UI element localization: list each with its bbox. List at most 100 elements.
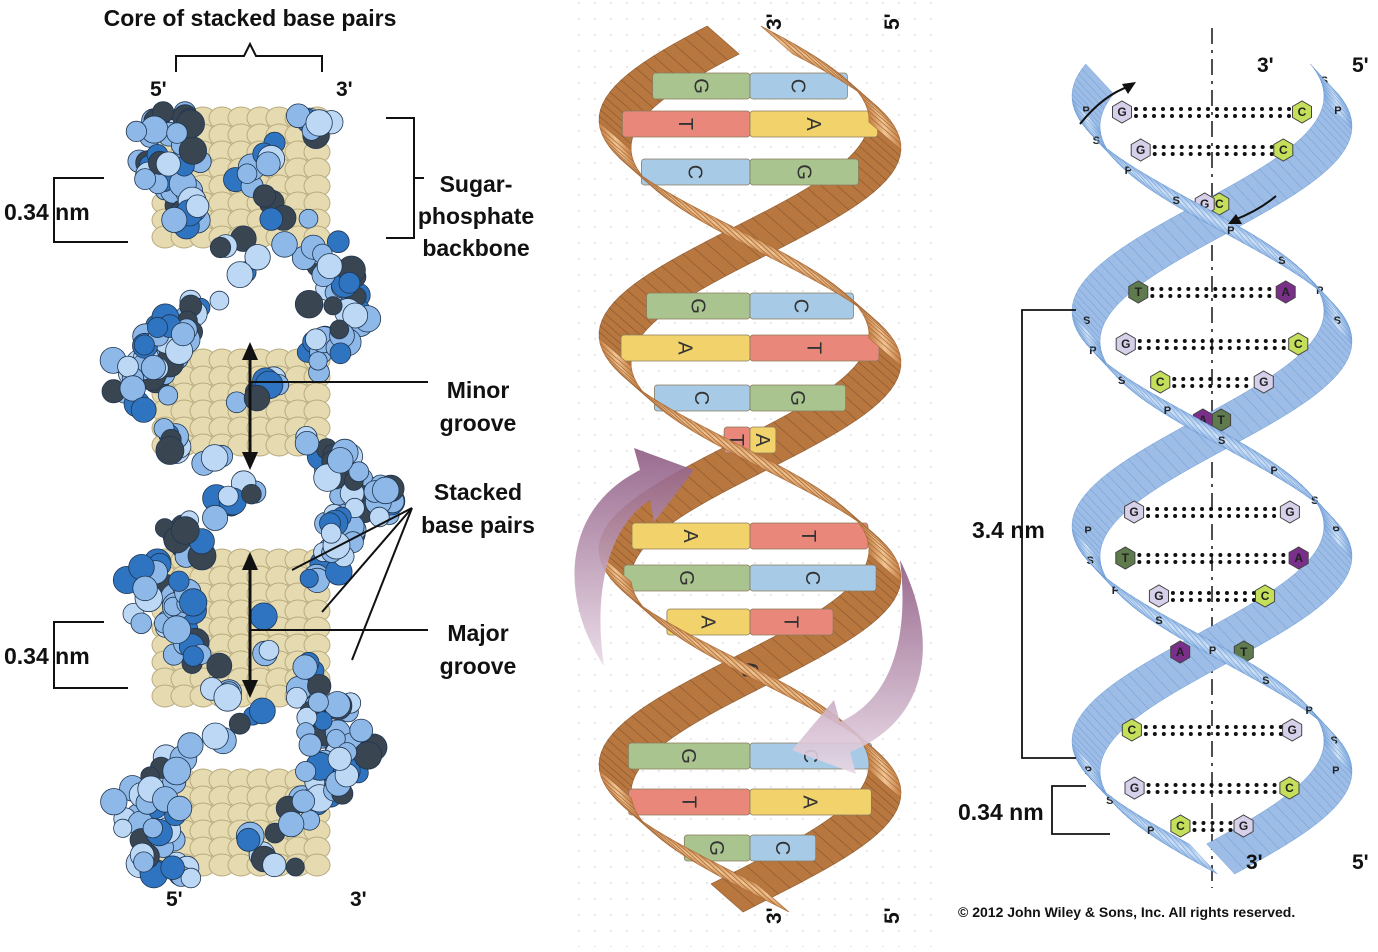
base-hexagon-right bbox=[1273, 138, 1294, 162]
hydrogen-bond-dot bbox=[1236, 553, 1241, 557]
space-filling-molecule bbox=[99, 101, 406, 889]
ribbon-segment bbox=[1323, 738, 1353, 775]
backbone-atom bbox=[249, 602, 278, 631]
backbone-atom bbox=[130, 612, 153, 635]
hydrogen-bond-dot bbox=[1200, 339, 1205, 343]
arrow-up-head bbox=[1122, 82, 1136, 94]
hydrogen-bond-dot bbox=[1155, 783, 1160, 787]
minor-arrow-head-bottom bbox=[242, 452, 258, 470]
hydrogen-bond-dot bbox=[1217, 384, 1222, 388]
strand-segment-b bbox=[710, 877, 756, 913]
hydrogen-bond-dot bbox=[1242, 107, 1247, 111]
hydrogen-bond-dot bbox=[1170, 591, 1175, 595]
hydrogen-bond-dot bbox=[1215, 591, 1220, 595]
base-letter: G bbox=[1287, 723, 1296, 737]
hydrogen-bond-dot bbox=[1242, 725, 1247, 729]
base-hexagon-right bbox=[1292, 100, 1312, 124]
base-letter: G bbox=[1200, 197, 1209, 211]
base-letter: G bbox=[1259, 375, 1268, 389]
strand-segment-a bbox=[868, 115, 902, 151]
backbone-letter: P bbox=[1082, 105, 1089, 117]
turn-length-label: 3.4 nm bbox=[972, 517, 1045, 543]
hydrogen-bond-dot bbox=[1134, 107, 1139, 111]
base-letter: A bbox=[1281, 285, 1290, 299]
hydrogen-bond-dot bbox=[1242, 145, 1247, 149]
hydrogen-bond-dot bbox=[1137, 339, 1142, 343]
hydrogen-bond-dot bbox=[1191, 553, 1196, 557]
hydrogen-bond-dot bbox=[1218, 560, 1223, 564]
hydrogen-bond-dot bbox=[1150, 294, 1155, 298]
base-letter-right: A bbox=[751, 433, 773, 447]
hydrogen-bond-dot bbox=[1233, 598, 1238, 602]
hydrogen-bond-dot bbox=[1155, 790, 1160, 794]
base-letter: C bbox=[1127, 723, 1136, 737]
backbone-letter: P bbox=[1270, 465, 1277, 477]
hydrogen-bond-dot bbox=[1197, 598, 1202, 602]
major-groove-label-1: Major bbox=[447, 620, 508, 646]
hydrogen-bond-dot bbox=[1215, 598, 1220, 602]
hydrogen-bond-dot bbox=[1197, 114, 1202, 118]
backbone-atom bbox=[326, 230, 350, 254]
mid-bottom-5-label: 5' bbox=[881, 907, 904, 924]
base-hexagon-left bbox=[1112, 100, 1132, 124]
base-letter-left: G bbox=[675, 570, 697, 586]
backbone-atom bbox=[155, 436, 185, 465]
hydrogen-bond-dot bbox=[1143, 725, 1148, 729]
left-panel-space-filling-model: Core of stacked base pairs 5' 3' 0.34 nm… bbox=[4, 5, 535, 911]
hydrogen-bond-dot bbox=[1231, 287, 1236, 291]
hydrogen-bond-dot bbox=[1161, 725, 1166, 729]
hydrogen-bond-dot bbox=[1219, 828, 1224, 832]
base-letter: T bbox=[1135, 285, 1143, 299]
hydrogen-bond-dot bbox=[1218, 783, 1223, 787]
backbone-atom bbox=[200, 444, 229, 472]
hydrogen-bond-dot bbox=[1173, 560, 1178, 564]
hydrogen-bond-dot bbox=[1215, 152, 1220, 156]
hydrogen-bond-dot bbox=[1260, 725, 1265, 729]
backbone-letter: S bbox=[1093, 135, 1100, 147]
hydrogen-bond-dot bbox=[1206, 145, 1211, 149]
base-block-right bbox=[749, 564, 877, 592]
backbone-atom bbox=[304, 328, 327, 351]
stacked-label-1: Stacked bbox=[434, 479, 522, 505]
base-hexagon-left bbox=[1150, 370, 1171, 394]
hydrogen-bond-dot bbox=[1209, 339, 1214, 343]
hydrogen-bond-dot bbox=[1269, 145, 1274, 149]
hydrogen-bond-dot bbox=[1227, 783, 1232, 787]
backbone-atom bbox=[177, 732, 204, 759]
hydrogen-bond-dot bbox=[1188, 732, 1193, 736]
hydrogen-bond-dot bbox=[1179, 732, 1184, 736]
hydrogen-bond-dot bbox=[1170, 145, 1175, 149]
hydrogen-bond-dot bbox=[1209, 560, 1214, 564]
hydrogen-bond-dot bbox=[1233, 732, 1238, 736]
hydrogen-bond-dot bbox=[1272, 790, 1277, 794]
hydrogen-bond-dot bbox=[1182, 553, 1187, 557]
backbone-atom bbox=[348, 461, 370, 483]
hydrogen-bond-dot bbox=[1188, 107, 1193, 111]
base-letter: G bbox=[1136, 143, 1145, 157]
hydrogen-bond-dot bbox=[1278, 732, 1283, 736]
backbone-atom bbox=[292, 654, 318, 680]
hydrogen-bond-dot bbox=[1209, 346, 1214, 350]
backbone-atom bbox=[320, 522, 342, 544]
hydrogen-bond-dot bbox=[1161, 114, 1166, 118]
base-letter: A bbox=[1294, 551, 1303, 565]
backbone-atom bbox=[236, 827, 261, 852]
hydrogen-bond-dot bbox=[1146, 507, 1151, 511]
hydrogen-bond-dot bbox=[1197, 725, 1202, 729]
backbone-letter: P bbox=[1332, 765, 1339, 777]
hydrogen-bond-dot bbox=[1210, 821, 1215, 825]
base-letter-left: G bbox=[705, 840, 727, 856]
hydrogen-bond-dot bbox=[1254, 346, 1259, 350]
hydrogen-bond-dot bbox=[1278, 107, 1283, 111]
hydrogen-bond-dot bbox=[1242, 152, 1247, 156]
base-block-right bbox=[749, 608, 834, 636]
hydrogen-bond-dot bbox=[1179, 725, 1184, 729]
hydrogen-bond-dot bbox=[1218, 790, 1223, 794]
backbone-letter: P bbox=[1332, 525, 1339, 537]
hydrogen-bond-dot bbox=[1260, 732, 1265, 736]
base-hexagon-left bbox=[1115, 546, 1136, 570]
backbone-letter: P bbox=[1147, 825, 1154, 837]
minor-arrow-head-top bbox=[242, 342, 258, 360]
base-letter-right: T bbox=[802, 342, 824, 354]
backbone-atom bbox=[329, 319, 350, 340]
